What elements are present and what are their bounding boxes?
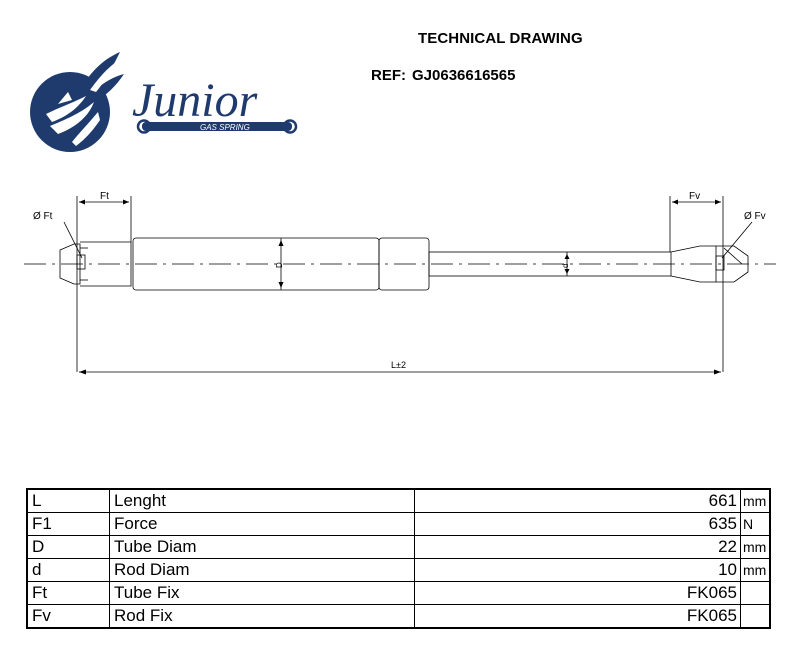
spec-value-cell: FK065 xyxy=(414,604,741,629)
spec-unit-cell: mm xyxy=(740,558,771,582)
spec-code-cell: d xyxy=(26,558,110,582)
spec-code-cell: Fv xyxy=(26,604,110,629)
spec-label-cell: Tube Fix xyxy=(109,581,415,605)
reference-line: REF: GJ0636616565 xyxy=(371,67,515,84)
ref-value: GJ0636616565 xyxy=(412,67,516,84)
ref-label: REF: xyxy=(371,67,406,84)
spec-value-cell: 635 xyxy=(414,512,741,536)
spec-label-cell: Rod Fix xyxy=(109,604,415,629)
phi-ft-label: Ø Ft xyxy=(33,211,53,222)
page-title: TECHNICAL DRAWING xyxy=(418,30,583,47)
brand-wordmark: Junior xyxy=(132,74,258,127)
rod-diameter-label: d xyxy=(561,264,570,268)
spec-value-cell: 661 xyxy=(414,488,741,513)
spec-unit-cell: mm xyxy=(740,535,771,559)
spec-label-cell: Lenght xyxy=(109,488,415,513)
spec-unit-cell xyxy=(740,581,771,605)
spec-label-cell: Rod Diam xyxy=(109,558,415,582)
spec-code-cell: Ft xyxy=(26,581,110,605)
eagle-emblem-icon xyxy=(30,52,124,152)
tube-diameter-label: D xyxy=(275,262,284,268)
spec-unit-cell xyxy=(740,604,771,629)
fv-dimension-label: Fv xyxy=(689,191,700,202)
spec-label-cell: Force xyxy=(109,512,415,536)
spec-value-cell: FK065 xyxy=(414,581,741,605)
gas-spring-drawing: Ft Fv Ø Ft Ø Fv D d L±2 xyxy=(24,191,776,375)
spec-code-cell: F1 xyxy=(26,512,110,536)
spec-value-cell: 10 xyxy=(414,558,741,582)
length-dimension-label: L±2 xyxy=(391,360,406,370)
spec-code-cell: D xyxy=(26,535,110,559)
spec-unit-cell: mm xyxy=(740,488,771,513)
spec-value-cell: 22 xyxy=(414,535,741,559)
ft-dimension-label: Ft xyxy=(100,191,109,202)
brand-logo: Junior GAS SPRING xyxy=(30,52,298,152)
spec-label-cell: Tube Diam xyxy=(109,535,415,559)
spec-unit-cell: N xyxy=(740,512,771,536)
brand-tagline: GAS SPRING xyxy=(200,123,250,132)
phi-fv-label: Ø Fv xyxy=(744,211,766,222)
spec-code-cell: L xyxy=(26,488,110,513)
rod-graphic xyxy=(136,119,298,134)
